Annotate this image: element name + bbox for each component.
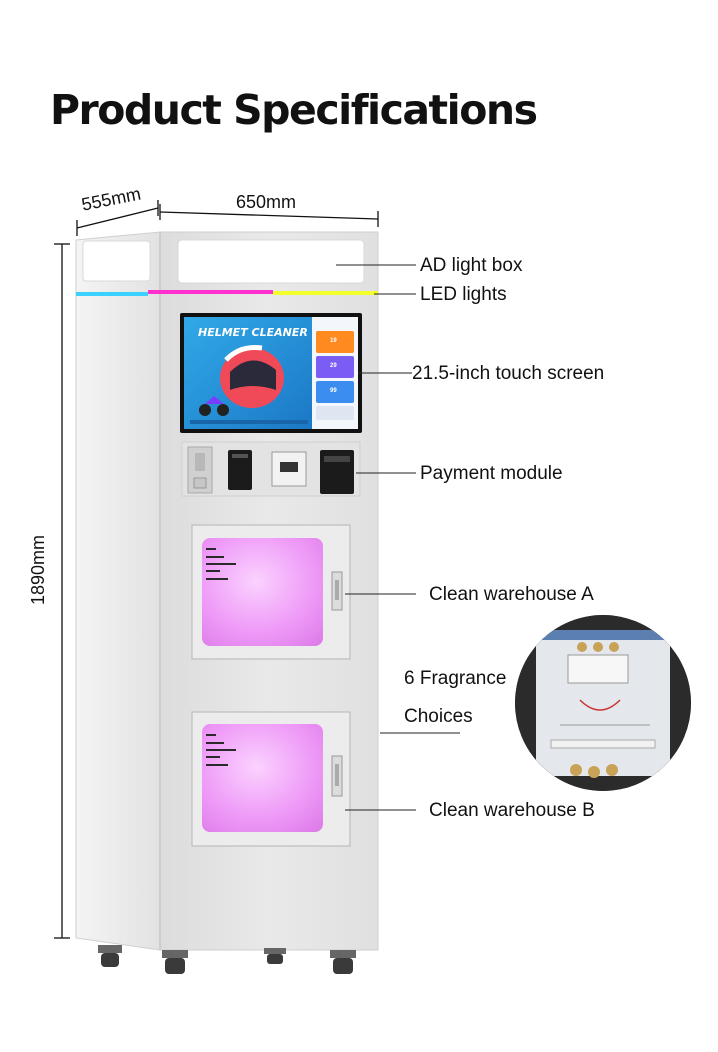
dimension-width: 650mm [236, 192, 297, 212]
screen-price-1: 19 [330, 338, 337, 344]
screen-price-2: 29 [330, 363, 337, 369]
screen-price-3: 99 [330, 388, 337, 394]
label-fragrance-line2: Choices [404, 706, 473, 727]
led-strip [76, 290, 378, 296]
payment-module-panel [181, 441, 361, 497]
label-clean-warehouse-a: Clean warehouse A [429, 584, 594, 605]
dimension-lines [54, 200, 379, 939]
page-title: Product Specifications [50, 86, 538, 134]
ad-light-box-front [177, 239, 365, 284]
dimension-height: 1890mm [28, 534, 48, 606]
label-ad-light-box: AD light box [420, 255, 523, 276]
casters [98, 945, 356, 974]
fragrance-inset [515, 615, 691, 791]
compartment-a [191, 524, 351, 660]
compartment-b [191, 711, 351, 847]
label-fragrance-line1: 6 Fragrance [404, 668, 507, 689]
touch-screen [180, 313, 362, 433]
screen-heading: HELMET CLEANER [198, 326, 308, 339]
label-touch-screen: 21.5-inch touch screen [412, 363, 605, 384]
label-led-lights: LED lights [420, 284, 507, 305]
ad-light-box-side [82, 240, 151, 282]
cabinet-side [75, 231, 161, 951]
label-clean-warehouse-b: Clean warehouse B [429, 800, 595, 821]
label-payment-module: Payment module [420, 463, 563, 484]
callout-lines [336, 264, 460, 811]
